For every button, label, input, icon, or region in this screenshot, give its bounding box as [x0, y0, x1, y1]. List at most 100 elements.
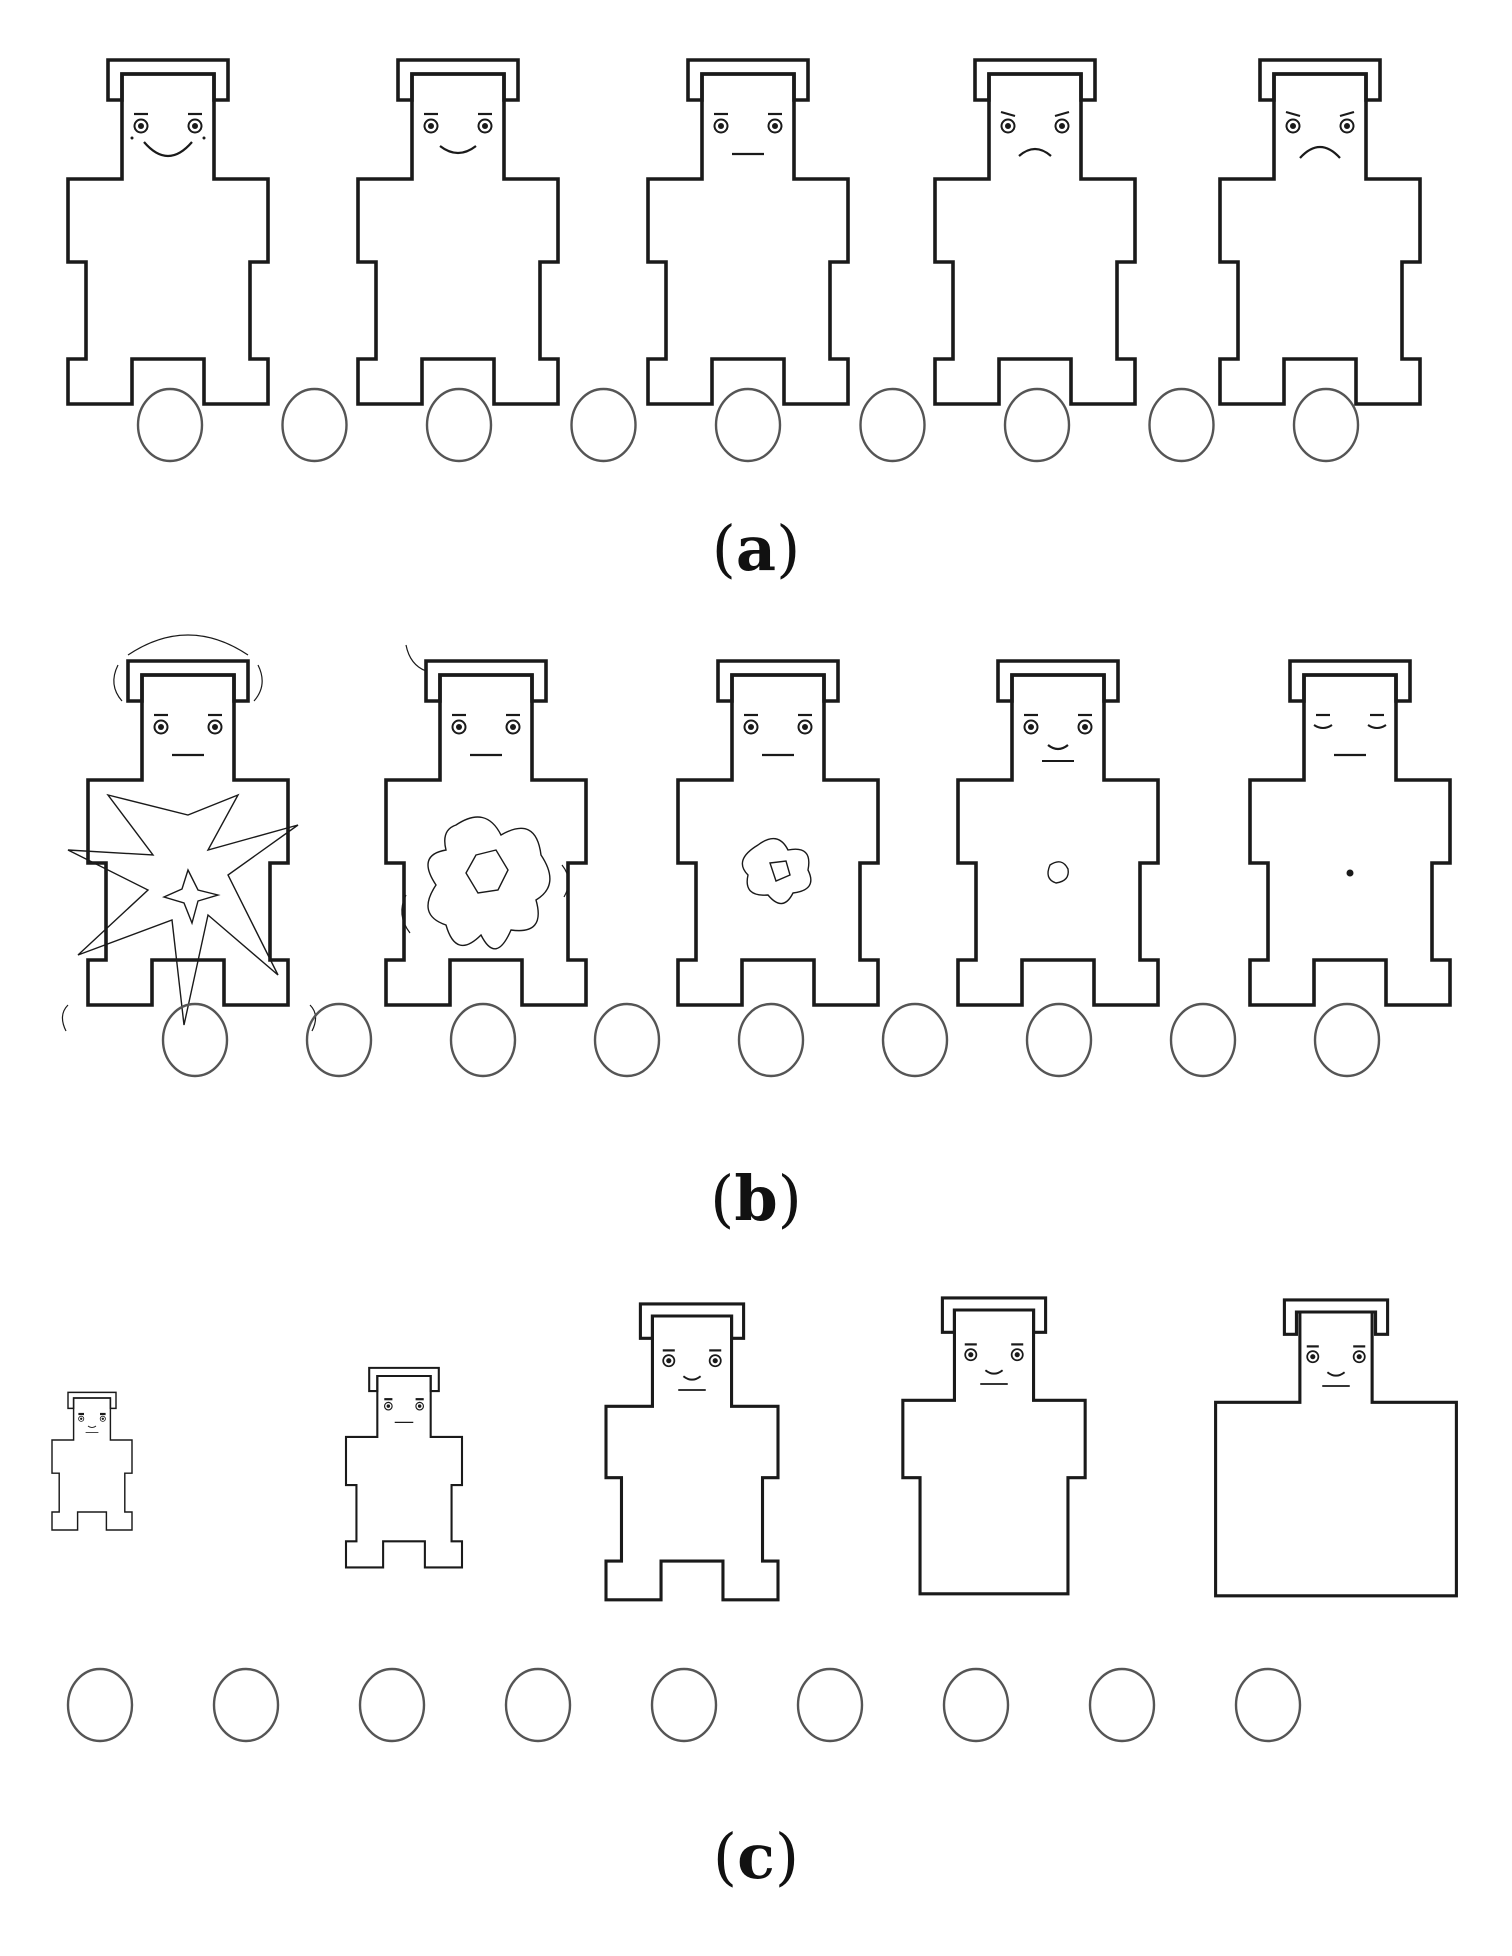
small-splash-outer [741, 837, 812, 905]
mouth [1018, 147, 1052, 157]
dominance-figure-5 [1214, 1298, 1458, 1598]
pupil [1082, 724, 1088, 730]
pupil [158, 724, 164, 730]
explosion-core [161, 868, 221, 926]
head-frame [996, 659, 1120, 703]
body-outline [956, 673, 1160, 1007]
pupil [1356, 1354, 1362, 1360]
pleasure-figure-5 [1218, 58, 1422, 406]
pupil [417, 1404, 422, 1408]
head-frame [67, 1391, 117, 1410]
eyebrow [1000, 110, 1016, 118]
pupil [510, 724, 516, 730]
eyebrow [1285, 110, 1301, 118]
head-frame [1288, 659, 1412, 703]
small-blob [1047, 861, 1069, 884]
mouth [1326, 1371, 1346, 1377]
head-frame [1258, 58, 1382, 102]
pupil [456, 724, 462, 730]
splash-outer [427, 816, 551, 950]
arousal-rating-circle-2 [305, 1002, 373, 1078]
pleasure-rating-circle-1 [136, 387, 204, 463]
pleasure-rating-circle-9 [1292, 387, 1360, 463]
pleasure-figure-2 [356, 58, 560, 406]
pupil [212, 724, 218, 730]
arousal-rating-circle-9 [1313, 1002, 1381, 1078]
panel-b-label: (b) [710, 1162, 802, 1235]
pupil [192, 123, 198, 129]
body-outline [901, 1308, 1087, 1596]
pupil [1059, 123, 1065, 129]
head-frame [1282, 1298, 1390, 1336]
pupil [666, 1358, 672, 1364]
pupil [482, 123, 488, 129]
mouth [439, 145, 477, 155]
pleasure-figure-3 [646, 58, 850, 406]
arousal-figure-4 [956, 659, 1160, 1007]
body-outline [356, 72, 560, 406]
body-outline [384, 673, 588, 1007]
head-frame [396, 58, 520, 102]
explosion-burst [67, 793, 299, 1026]
arousal-figure-3 [676, 659, 880, 1007]
pupil [748, 724, 754, 730]
pupil [718, 123, 724, 129]
center-dot [1346, 869, 1354, 877]
dominance-rating-circle-2 [212, 1667, 280, 1743]
mouth [87, 1425, 97, 1429]
arousal-rating-circle-4 [593, 1002, 661, 1078]
panel-a-letter: a [735, 512, 777, 585]
dominance-rating-circle-9 [1234, 1667, 1302, 1743]
mouth [1299, 145, 1341, 159]
panel-c-dominance-row [51, 1296, 1458, 1743]
body-outline [344, 1374, 464, 1569]
pupil [1014, 1352, 1020, 1358]
body-outline [933, 72, 1137, 406]
vibration-line [561, 864, 570, 898]
body-outline [86, 673, 290, 1007]
vibration-line [113, 664, 123, 702]
body-outline [66, 72, 270, 406]
panel-b-letter: b [734, 1162, 778, 1235]
head-frame [973, 58, 1097, 102]
cheek-dot [202, 136, 206, 140]
arousal-rating-circle-1 [161, 1002, 229, 1078]
mouth [1047, 744, 1069, 751]
pleasure-rating-circle-2 [281, 387, 348, 463]
mouth [143, 141, 193, 157]
pleasure-figure-1 [66, 58, 270, 406]
panel-a-label: (a) [711, 512, 801, 585]
pleasure-rating-circle-7 [1003, 387, 1071, 463]
pupil [1005, 123, 1011, 129]
arousal-figure-1 [61, 634, 317, 1032]
dominance-figure-1 [51, 1391, 133, 1531]
body-outline [646, 72, 850, 406]
head-frame [424, 659, 548, 703]
head-frame [106, 58, 230, 102]
pupil [1290, 123, 1296, 129]
pleasure-rating-circle-8 [1148, 387, 1215, 463]
pleasure-rating-circle-6 [859, 387, 926, 463]
small-splash-inner [769, 860, 791, 882]
pupil [772, 123, 778, 129]
vibration-line [405, 644, 427, 672]
dominance-figure-4 [901, 1296, 1087, 1596]
panel-b-arousal-row [61, 634, 1452, 1078]
body-outline [1214, 1310, 1458, 1598]
vibration-line [253, 664, 263, 702]
body-outline [676, 673, 880, 1007]
head-frame [638, 1302, 746, 1340]
vibration-line [61, 1004, 69, 1032]
mouth [682, 1375, 702, 1381]
dominance-rating-circle-4 [504, 1667, 572, 1743]
arousal-figure-5 [1248, 659, 1452, 1007]
pupil [712, 1358, 718, 1364]
dominance-figure-3 [604, 1302, 780, 1602]
dominance-figure-2 [344, 1366, 464, 1569]
pleasure-rating-circle-3 [425, 387, 493, 463]
pupil [80, 1417, 83, 1420]
arousal-rating-circle-6 [881, 1002, 949, 1078]
pupil [1344, 123, 1350, 129]
pupil [101, 1417, 104, 1420]
